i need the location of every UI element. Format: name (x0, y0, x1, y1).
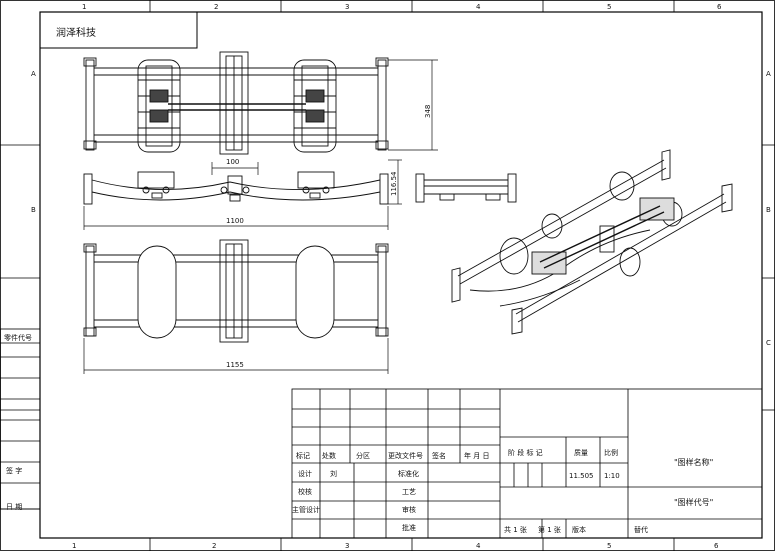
zone-col-4-top: 4 (476, 3, 481, 11)
zone-col-3-top: 3 (345, 3, 349, 11)
zone-col-5-top: 5 (607, 3, 611, 11)
top-view (83, 51, 389, 155)
header-mark: 标记 (296, 451, 310, 460)
bottom-length-dimension (83, 338, 389, 374)
title-block-grid (291, 388, 763, 539)
drawing-code: "图样代号" (674, 497, 713, 507)
process-label: 工艺 (402, 488, 416, 496)
zone-col-6-top: 6 (717, 3, 722, 11)
bottom-length-dimension-value: 1155 (226, 361, 244, 369)
top-span-dimension-value: 100 (226, 158, 239, 166)
left-sign-label: 签 字 (6, 466, 22, 475)
company-name: 润泽科技 (56, 26, 96, 39)
company-box (39, 11, 198, 49)
sheet-number: 第 1 张 (538, 525, 561, 534)
zone-col-2-bottom: 2 (212, 542, 216, 550)
zone-row-b-left: B (31, 206, 36, 214)
zone-col-5-bottom: 5 (607, 542, 611, 550)
drawing-name: "图样名称" (674, 457, 713, 467)
zone-col-1-top: 1 (82, 3, 86, 11)
zone-col-1-bottom: 1 (72, 542, 76, 550)
design-label: 设计 (298, 469, 312, 478)
header-count: 处数 (322, 451, 336, 460)
header-zone: 分区 (356, 451, 370, 460)
end-view (415, 173, 517, 203)
sheets-total: 共 1 张 (504, 525, 527, 534)
left-part-code-label: 零件代号 (4, 333, 32, 342)
chief-design-label: 主管设计 (292, 505, 320, 514)
scale-label: 比例 (604, 448, 618, 457)
overall-length-dimension-value: 1100 (226, 217, 244, 225)
height-dimension (388, 59, 438, 151)
height-dimension-value: 348 (424, 105, 432, 118)
left-date-label: 日 期 (6, 503, 22, 511)
zone-col-3-bottom: 3 (345, 542, 349, 550)
replace-label: 替代 (634, 525, 648, 534)
zone-col-6-bottom: 6 (714, 542, 719, 550)
bottom-view (83, 239, 389, 343)
side-dimensions (83, 159, 402, 230)
zone-row-c-right: C (766, 339, 771, 347)
standardize-label: 标准化 (398, 469, 419, 478)
zone-col-2-top: 2 (214, 3, 218, 11)
zone-row-b-right: B (766, 206, 771, 214)
header-change-doc: 更改文件号 (388, 451, 423, 460)
zone-col-4-bottom: 4 (476, 542, 481, 550)
side-height-dimension-value: 116.54 (390, 171, 398, 196)
version-label: 版本 (572, 525, 586, 534)
zone-row-a-right: A (766, 70, 771, 78)
review-label: 审核 (402, 505, 416, 514)
isometric-view (451, 149, 733, 335)
stage-mark-label: 阶 段 标 记 (508, 448, 543, 457)
weight-label: 质量 (574, 448, 588, 457)
check-label: 校核 (298, 487, 312, 496)
design-value: 刘 (330, 469, 337, 478)
side-view (83, 171, 389, 205)
weight-value: 11.505 (569, 472, 594, 480)
approve-label: 批准 (402, 523, 416, 532)
left-side-table (0, 328, 41, 510)
scale-value: 1:10 (604, 472, 620, 480)
zone-row-a-left: A (31, 70, 36, 78)
header-signature: 签名 (432, 451, 446, 460)
header-date: 年 月 日 (464, 451, 489, 460)
